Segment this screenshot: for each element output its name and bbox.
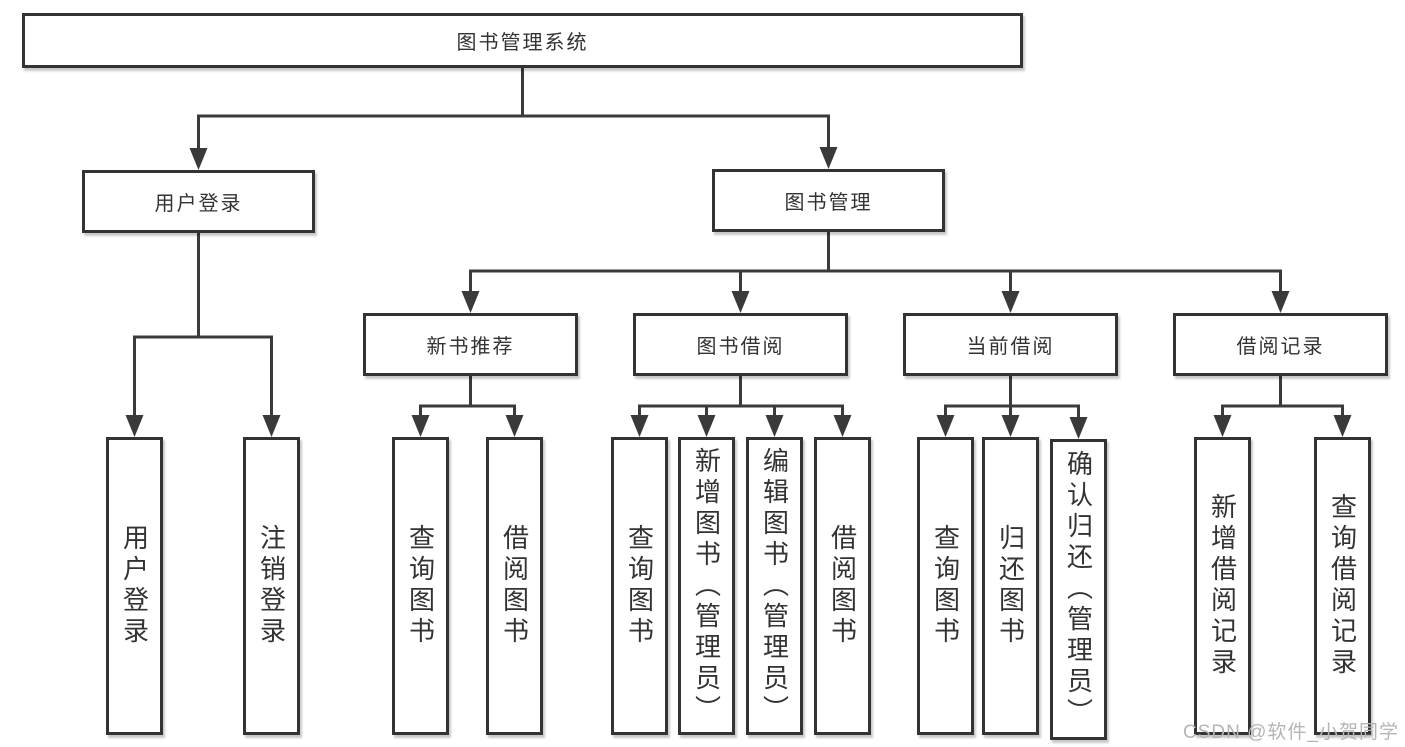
node-records: 借阅记录 (1173, 313, 1388, 376)
node-label-mgmt: 图书管理 (784, 192, 873, 214)
node-label-bor-lend: 借阅图书 (827, 524, 858, 648)
arrowhead-icon (1001, 291, 1020, 313)
node-label-login: 用户登录 (154, 193, 243, 215)
node-recs-add: 新增借阅记录 (1194, 437, 1251, 735)
node-label-borrowing: 图书借阅 (696, 336, 785, 358)
node-bor-lend: 借阅图书 (814, 437, 871, 735)
arrowhead-icon (1069, 417, 1088, 439)
node-recs-query: 查询借阅记录 (1314, 437, 1371, 735)
arrowhead-icon (1213, 415, 1232, 437)
arrowhead-icon (505, 415, 524, 437)
node-login-logout: 注销登录 (243, 437, 300, 735)
node-root: 图书管理系统 (22, 13, 1023, 68)
watermark: CSDN @软件_小贺同学 (1183, 722, 1399, 743)
node-label-records: 借阅记录 (1236, 336, 1325, 358)
arrowhead-icon (630, 415, 649, 437)
arrowhead-icon (936, 415, 955, 437)
node-rec-query: 查询图书 (392, 437, 449, 735)
node-bor-add: 新增图书（管理员） (678, 437, 735, 735)
node-label-bor-query: 查询图书 (624, 524, 655, 648)
arrowhead-icon (189, 148, 208, 170)
node-cur-query: 查询图书 (917, 437, 974, 735)
node-label-cur-confirm: 确认归还（管理员） (1063, 450, 1094, 729)
arrowhead-icon (1271, 291, 1290, 313)
arrowhead-icon (1333, 415, 1352, 437)
node-login-user: 用户登录 (106, 437, 163, 735)
arrowhead-icon (833, 415, 852, 437)
node-login: 用户登录 (82, 170, 315, 233)
node-label-login-logout: 注销登录 (256, 524, 287, 648)
arrowhead-icon (697, 415, 716, 437)
node-current: 当前借阅 (903, 313, 1118, 376)
node-rec-borrow: 借阅图书 (486, 437, 543, 735)
node-label-recs-query: 查询借阅记录 (1327, 493, 1358, 679)
node-label-current: 当前借阅 (966, 336, 1055, 358)
node-label-login-user: 用户登录 (119, 524, 150, 648)
node-recommend: 新书推荐 (363, 313, 578, 376)
node-label-recs-add: 新增借阅记录 (1207, 493, 1238, 679)
node-cur-return: 归还图书 (982, 437, 1039, 735)
arrowhead-icon (461, 291, 480, 313)
arrowhead-icon (819, 147, 838, 169)
node-label-recommend: 新书推荐 (426, 336, 515, 358)
node-label-root: 图书管理系统 (456, 32, 589, 54)
arrowhead-icon (411, 415, 430, 437)
arrowhead-icon (765, 415, 784, 437)
node-label-cur-query: 查询图书 (930, 524, 961, 648)
node-label-cur-return: 归还图书 (995, 524, 1026, 648)
node-borrowing: 图书借阅 (633, 313, 848, 376)
arrowhead-icon (262, 415, 281, 437)
arrowhead-icon (125, 415, 144, 437)
node-label-bor-add: 新增图书（管理员） (691, 446, 722, 726)
node-label-rec-borrow: 借阅图书 (499, 524, 530, 648)
node-cur-confirm: 确认归还（管理员） (1050, 439, 1107, 740)
node-bor-query: 查询图书 (611, 437, 668, 735)
arrowhead-icon (1001, 415, 1020, 437)
node-label-rec-query: 查询图书 (405, 524, 436, 648)
node-mgmt: 图书管理 (712, 169, 945, 232)
node-label-bor-edit: 编辑图书（管理员） (759, 446, 790, 726)
node-bor-edit: 编辑图书（管理员） (746, 437, 803, 735)
arrowhead-icon (731, 291, 750, 313)
